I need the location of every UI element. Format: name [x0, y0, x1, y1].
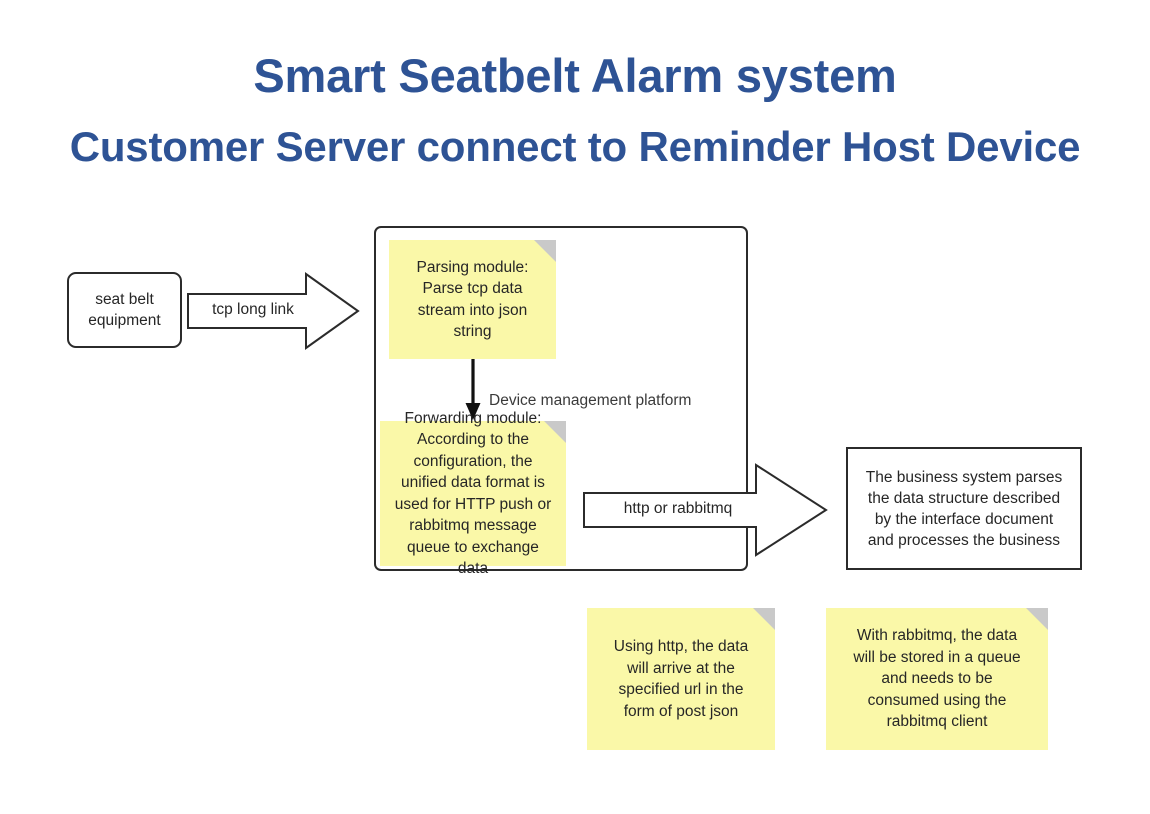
- forwarding-module-line-1: Forwarding module:: [404, 409, 542, 427]
- parsing-module-line-3: stream into json: [417, 301, 528, 319]
- node-seat-belt-equipment[interactable]: seat belt equipment: [67, 272, 182, 348]
- note-rabbitmq-line-2: will be stored in a queue: [853, 648, 1021, 666]
- forwarding-module-line-4: unified data format is: [401, 474, 545, 491]
- business-system-line-1: The business system parses: [865, 468, 1063, 486]
- note-http-line-2: will arrive at the: [627, 659, 735, 677]
- device-management-platform-label: Device management platform: [489, 392, 692, 409]
- note-http-text: Using http, the data will arrive at the …: [614, 636, 748, 722]
- forwarding-module-line-7: queue to exchange: [407, 538, 539, 556]
- seat-belt-equipment-line2: equipment: [88, 312, 161, 329]
- forwarding-module-text: Forwarding module: According to the conf…: [395, 408, 552, 580]
- note-rabbitmq-line-4: consumed using the: [867, 691, 1007, 709]
- note-http-line-1: Using http, the data: [613, 638, 749, 655]
- note-rabbitmq-line-5: rabbitmq client: [886, 713, 988, 731]
- forwarding-module-line-2: According to the: [416, 431, 529, 448]
- note-fold-corner-icon: [544, 421, 566, 443]
- forwarding-module-line-8: data: [457, 560, 489, 577]
- note-rabbitmq-line-3: and needs to be: [881, 670, 993, 688]
- business-system-line-3: by the interface document: [874, 510, 1054, 528]
- sticky-note-rabbitmq-delivery[interactable]: With rabbitmq, the data will be stored i…: [826, 608, 1048, 750]
- forwarding-module-line-3: configuration, the: [413, 452, 533, 470]
- edge-tcp-long-link-label: tcp long link: [212, 301, 294, 318]
- note-http-line-3: specified url in the: [618, 681, 744, 698]
- edge-parsing-to-forwarding-arrow: [465, 359, 481, 421]
- note-http-line-4: form of post json: [623, 702, 739, 720]
- note-fold-corner-icon: [534, 240, 556, 262]
- seat-belt-equipment-label: seat belt equipment: [82, 289, 166, 331]
- parsing-module-line-2: Parse tcp data: [422, 280, 523, 297]
- edge-http-rabbitmq-arrow[interactable]: [583, 463, 828, 557]
- forwarding-module-line-5: used for HTTP push or: [394, 495, 552, 513]
- sticky-note-forwarding-module[interactable]: Forwarding module: According to the conf…: [380, 410, 566, 577]
- edge-http-rabbitmq-label: http or rabbitmq: [623, 500, 733, 517]
- page-title-main: Smart Seatbelt Alarm system: [253, 49, 897, 102]
- sticky-note-http-delivery[interactable]: Using http, the data will arrive at the …: [587, 608, 775, 750]
- edge-tcp-long-link-arrow[interactable]: [187, 272, 360, 350]
- forwarding-module-line-6: rabbitmq message: [409, 517, 537, 534]
- sticky-note-parsing-module[interactable]: Parsing module: Parse tcp data stream in…: [389, 240, 556, 359]
- note-rabbitmq-text: With rabbitmq, the data will be stored i…: [853, 625, 1020, 733]
- business-system-line-2: the data structure described: [867, 489, 1061, 507]
- note-fold-corner-icon: [753, 608, 775, 630]
- seat-belt-equipment-line1: seat belt: [95, 291, 154, 308]
- parsing-module-text: Parsing module: Parse tcp data stream in…: [416, 257, 528, 343]
- business-system-label: The business system parses the data stru…: [860, 467, 1068, 551]
- page-title-sub: Customer Server connect to Reminder Host…: [69, 123, 1081, 170]
- note-fold-corner-icon: [1026, 608, 1048, 630]
- note-rabbitmq-line-1: With rabbitmq, the data: [856, 627, 1018, 645]
- business-system-line-4: and processes the business: [867, 531, 1061, 549]
- node-business-system[interactable]: The business system parses the data stru…: [846, 447, 1082, 570]
- parsing-module-line-4: string: [453, 323, 492, 340]
- parsing-module-line-1: Parsing module:: [416, 258, 529, 276]
